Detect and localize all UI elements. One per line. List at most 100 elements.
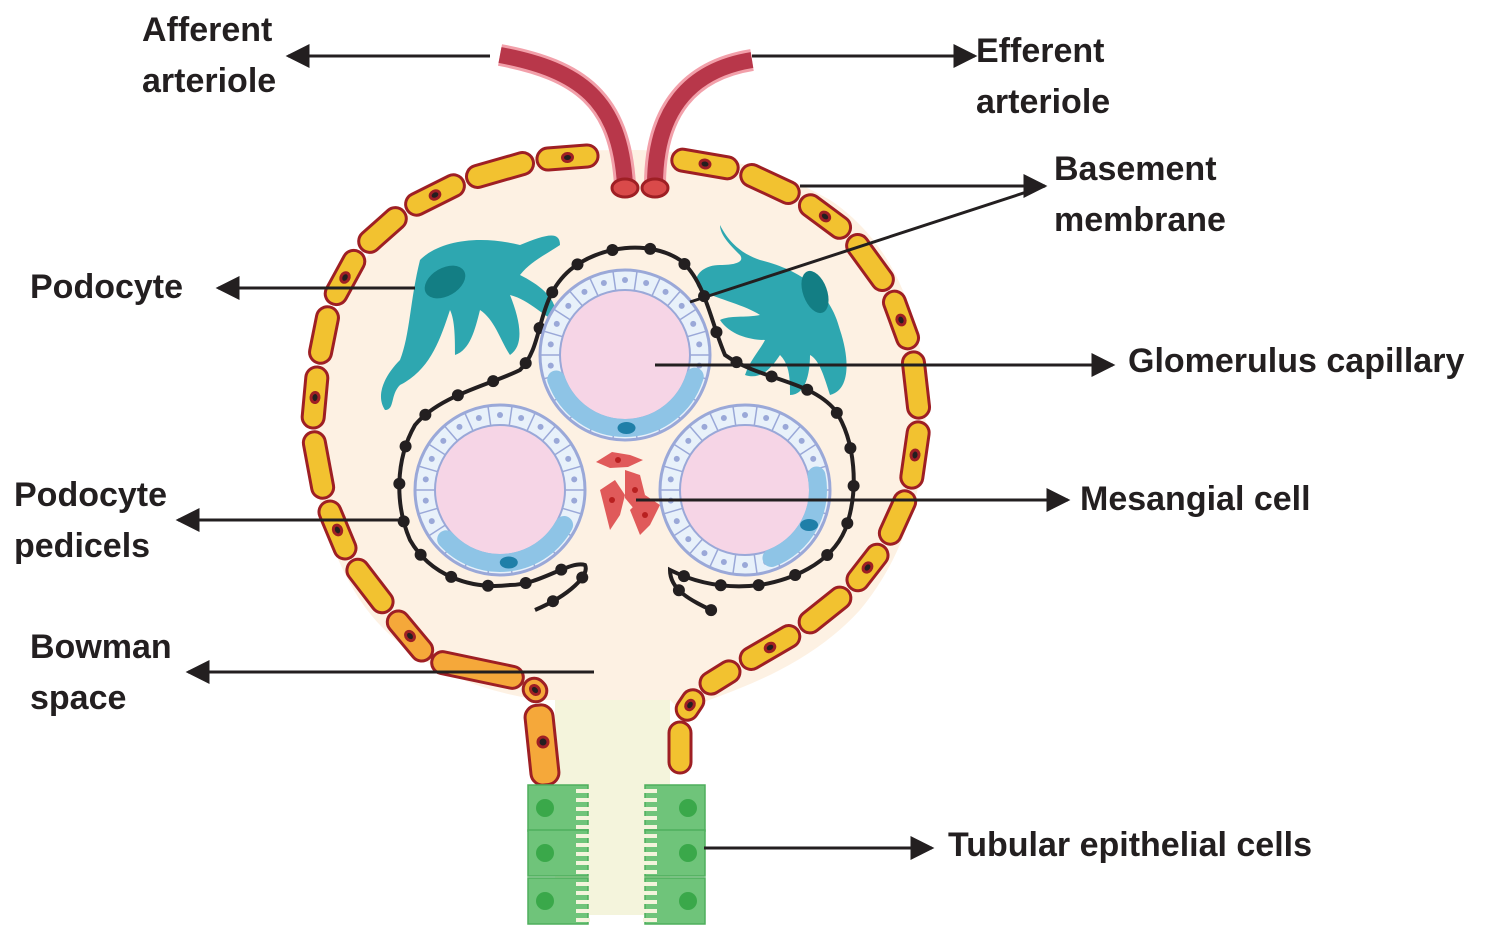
- pedicel-dot: [571, 258, 584, 271]
- endothelial-nucleus: [662, 288, 669, 295]
- microvillus-gap: [576, 843, 590, 847]
- glomerular-capillaries: [413, 268, 832, 577]
- label-bowman-space: Bowman space: [30, 622, 172, 724]
- pedicel-dot: [576, 571, 589, 584]
- microvillus-gap: [576, 807, 590, 811]
- pedicel-dot: [393, 477, 406, 490]
- tubule-nucleus: [536, 892, 554, 910]
- endothelial-nucleus: [600, 280, 607, 287]
- endothelial-nucleus: [742, 562, 748, 568]
- endothelial-nucleus: [581, 288, 588, 295]
- endothelial-nucleus: [518, 415, 525, 422]
- pedicel-dot: [710, 326, 723, 339]
- endothelial-nucleus: [673, 518, 680, 525]
- pedicel-dot: [821, 548, 834, 561]
- leader-lines: [175, 44, 1116, 860]
- parietal-cell: [739, 162, 801, 206]
- pedicel-dot: [789, 569, 802, 582]
- pedicel-dot: [847, 479, 860, 492]
- endothelial-nucleus: [678, 302, 685, 309]
- endothelial-nucleus: [547, 362, 554, 369]
- microvillus-gap: [643, 807, 657, 811]
- pedicel-dot: [399, 440, 412, 453]
- endothelial-nucleus: [537, 423, 544, 430]
- parietal-cell: [323, 248, 367, 307]
- parietal-cell: [899, 420, 931, 490]
- parietal-cell: [881, 289, 921, 351]
- label-bowman-line2: space: [30, 679, 127, 717]
- pedicel-dot: [519, 357, 532, 370]
- label-efferent-line2: arteriole: [976, 83, 1111, 121]
- endothelial-nucleus: [673, 455, 680, 462]
- microvillus-gap: [576, 789, 590, 793]
- tubule-nucleus: [679, 799, 697, 817]
- endothelial-nucleus: [571, 497, 578, 504]
- label-basement-line1: Basement: [1054, 150, 1217, 188]
- microvillus-gap: [643, 918, 657, 922]
- endothelial-nucleus: [422, 497, 429, 504]
- parietal-cell: [698, 659, 742, 696]
- leader-basement-b: [689, 184, 1046, 304]
- pedicel-dot: [519, 576, 532, 589]
- parietal-cell: [797, 193, 853, 240]
- capillary-cell-nucleus: [499, 556, 518, 569]
- pedicel-dot: [705, 604, 718, 617]
- pedicel-dot: [414, 548, 427, 561]
- endothelial-nucleus: [763, 415, 770, 422]
- parietal-nucleus: [536, 735, 550, 749]
- endothelial-nucleus: [667, 476, 674, 483]
- microvillus-gap: [576, 870, 590, 874]
- parietal-nucleus: [895, 313, 907, 327]
- parietal-cell: [345, 557, 395, 615]
- endothelial-nucleus: [720, 558, 727, 565]
- afferent-arteriole: [497, 44, 640, 199]
- parietal-cell: [300, 365, 330, 430]
- label-glomerulus-capillary: Glomerulus capillary: [1128, 336, 1464, 387]
- pedicel-dot: [451, 389, 464, 402]
- parietal-cell: [738, 624, 802, 671]
- microvillus-gap: [576, 909, 590, 913]
- pedicel-dot: [752, 579, 765, 592]
- label-pedicels-line2: pedicels: [14, 527, 151, 565]
- label-bowman-line1: Bowman: [30, 628, 172, 666]
- label-podocyte-line1: Podocyte: [30, 268, 184, 306]
- pedicel-dot: [397, 515, 410, 528]
- label-mesangial-line1: Mesangial cell: [1080, 480, 1311, 518]
- efferent-arteriole: [640, 49, 755, 199]
- parietal-cell: [667, 720, 693, 775]
- parietal-cell: [385, 609, 435, 663]
- microvillus-gap: [643, 900, 657, 904]
- microvillus-gap: [576, 900, 590, 904]
- endothelial-nucleus: [422, 476, 429, 483]
- endothelial-nucleus: [571, 476, 578, 483]
- pedicel-dot: [546, 286, 559, 299]
- podocyte-right: [696, 225, 847, 395]
- pedicel-dot: [487, 375, 500, 388]
- endothelial-nucleus: [696, 341, 703, 348]
- endothelial-nucleus: [701, 423, 708, 430]
- capillary-cell-nucleus: [617, 421, 636, 434]
- parietal-nucleus: [861, 561, 874, 574]
- pedicel-dot: [546, 595, 559, 608]
- parietal-cell: [523, 703, 561, 787]
- pedicel-dot: [801, 383, 814, 396]
- endothelial-nucleus: [565, 302, 572, 309]
- microvillus-gap: [576, 891, 590, 895]
- capillary: [538, 268, 712, 442]
- label-basement-line2: membrane: [1054, 201, 1226, 239]
- microvillus-gap: [643, 825, 657, 829]
- pedicel-dot: [765, 370, 778, 383]
- endothelial-nucleus: [701, 550, 708, 557]
- microvillus-gap: [643, 861, 657, 865]
- parietal-cell: [900, 350, 932, 420]
- label-podocyte-pedicels: Podocyte pedicels: [14, 470, 167, 572]
- pedicel-dot: [481, 579, 494, 592]
- label-tubular-epithelial-cells: Tubular epithelial cells: [948, 820, 1312, 871]
- pedicel-dot: [555, 563, 568, 576]
- parietal-cell: [674, 688, 706, 722]
- parietal-cell: [670, 147, 740, 181]
- label-basement-membrane: Basement membrane: [1054, 144, 1226, 246]
- endothelial-nucleus: [720, 415, 727, 422]
- microvillus-gap: [576, 918, 590, 922]
- pedicel-dot: [644, 242, 657, 255]
